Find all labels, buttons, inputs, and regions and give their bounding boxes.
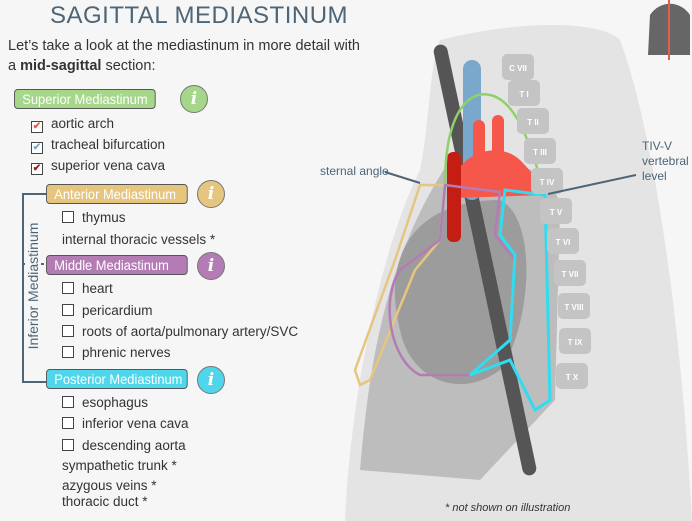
item-label: esophagus — [82, 395, 149, 410]
intro-line-1: Let’s take a look at the mediastinum in … — [8, 38, 360, 54]
intro-bold: mid-sagittal — [20, 58, 102, 74]
checkbox-thymus[interactable]: thymus — [62, 210, 126, 225]
superior-info-icon[interactable]: i — [180, 85, 208, 113]
checkbox[interactable] — [62, 211, 74, 223]
checkbox[interactable] — [62, 417, 74, 429]
vertebra-label: C VII — [509, 64, 527, 73]
intro-text: section: — [101, 58, 156, 74]
item-label: roots of aorta/pulmonary artery/SVC — [82, 324, 299, 339]
vertebra — [524, 138, 556, 164]
checkbox-superior-vena-cava[interactable]: ✔ superior vena cava — [31, 158, 165, 175]
footnote: * not shown on illustration — [445, 502, 570, 514]
vertebra-label: T IV — [540, 178, 555, 187]
checkbox[interactable] — [62, 396, 74, 408]
checkbox-aortic-arch[interactable]: ✔ aortic arch — [31, 116, 114, 133]
check-icon[interactable]: ✔ — [31, 142, 43, 154]
heart — [394, 200, 527, 385]
checkbox[interactable] — [62, 439, 74, 451]
superior-vena-cava — [447, 152, 461, 242]
level-label-2: vertebral — [642, 154, 689, 168]
item-label: superior vena cava — [51, 158, 166, 173]
vertebra-label: T III — [533, 148, 547, 157]
vertebra-label: T IX — [568, 338, 583, 347]
posterior-mediastinum-button[interactable]: Posterior Mediastinum — [46, 369, 188, 389]
checkbox-heart[interactable]: heart — [62, 281, 113, 296]
item-label: pericardium — [82, 303, 153, 318]
intro-text: a — [8, 58, 21, 74]
checkbox-phrenic-nerves[interactable]: phrenic nerves — [62, 345, 171, 360]
check-icon[interactable]: ✔ — [31, 163, 43, 175]
checkbox[interactable] — [62, 325, 74, 337]
vertebra — [531, 168, 563, 194]
vertebra — [508, 80, 540, 106]
level-label-1: TIV-V — [642, 139, 672, 153]
sternal-angle-pointer — [384, 171, 421, 184]
checkbox-descending-aorta[interactable]: descending aorta — [62, 438, 186, 453]
vertebra — [558, 293, 590, 319]
note-item: internal thoracic vessels * — [62, 232, 216, 247]
posterior-info-icon[interactable]: i — [197, 366, 225, 394]
checkbox[interactable] — [62, 282, 74, 294]
intro-line-2: a mid-sagittal section: — [8, 58, 155, 74]
checkbox-tracheal-bifurcation[interactable]: ✔ tracheal bifurcation — [31, 137, 165, 154]
esophagus — [433, 44, 537, 476]
vertebra — [517, 108, 549, 134]
superior-mediastinum-button[interactable]: Superior Mediastinum — [14, 89, 156, 109]
checkbox-roots[interactable]: roots of aorta/pulmonary artery/SVC — [62, 324, 298, 339]
checkbox-esophagus[interactable]: esophagus — [62, 395, 148, 410]
aortic-branch — [473, 120, 485, 170]
inferior-bracket — [22, 193, 46, 383]
thumbnail-torso-icon — [648, 0, 690, 60]
vertebra — [559, 328, 591, 354]
vertebral-column: C VII T I T II T III T IV T V T VI T VII T VIII T… — [502, 54, 591, 389]
middle-mediastinum-button[interactable]: Middle Mediastinum — [46, 255, 188, 275]
item-label: tracheal bifurcation — [51, 137, 166, 152]
anterior-mediastinum-button[interactable]: Anterior Mediastinum — [46, 184, 188, 204]
aortic-branch — [492, 115, 504, 165]
checkbox-inferior-vena-cava[interactable]: inferior vena cava — [62, 416, 189, 431]
vertebra-label: T VI — [556, 238, 571, 247]
item-label: inferior vena cava — [82, 416, 189, 431]
posterior-boundary — [469, 188, 552, 413]
vertebra — [547, 228, 579, 254]
note-item: azygous veins * — [62, 478, 157, 493]
check-icon[interactable]: ✔ — [31, 121, 43, 133]
note-item: sympathetic trunk * — [62, 458, 177, 473]
vertebra-label: T I — [519, 90, 528, 99]
sternal-angle-label: sternal angle — [320, 164, 389, 178]
vertebra-label: T VIII — [564, 303, 583, 312]
vertebra — [554, 260, 586, 286]
note-item: thoracic duct * — [62, 494, 148, 509]
item-label: phrenic nerves — [82, 345, 171, 360]
item-label: descending aorta — [82, 438, 186, 453]
item-label: aortic arch — [51, 116, 115, 131]
anterior-info-icon[interactable]: i — [197, 180, 225, 208]
vertebra-label: T X — [566, 373, 579, 382]
page-title: SAGITTAL MEDIASTINUM — [50, 2, 349, 29]
item-label: thymus — [82, 210, 126, 225]
middle-info-icon[interactable]: i — [197, 252, 225, 280]
vertebra-label: T II — [527, 118, 539, 127]
checkbox[interactable] — [62, 304, 74, 316]
item-label: heart — [82, 281, 113, 296]
vertebra-label: T V — [550, 208, 563, 217]
vertebra — [556, 363, 588, 389]
level-pointer — [547, 174, 637, 195]
level-label-3: level — [642, 169, 667, 183]
checkbox[interactable] — [62, 346, 74, 358]
vertebra — [540, 198, 572, 224]
checkbox-pericardium[interactable]: pericardium — [62, 303, 153, 318]
vertebra-label: T VII — [562, 270, 579, 279]
vertebra — [502, 54, 534, 80]
